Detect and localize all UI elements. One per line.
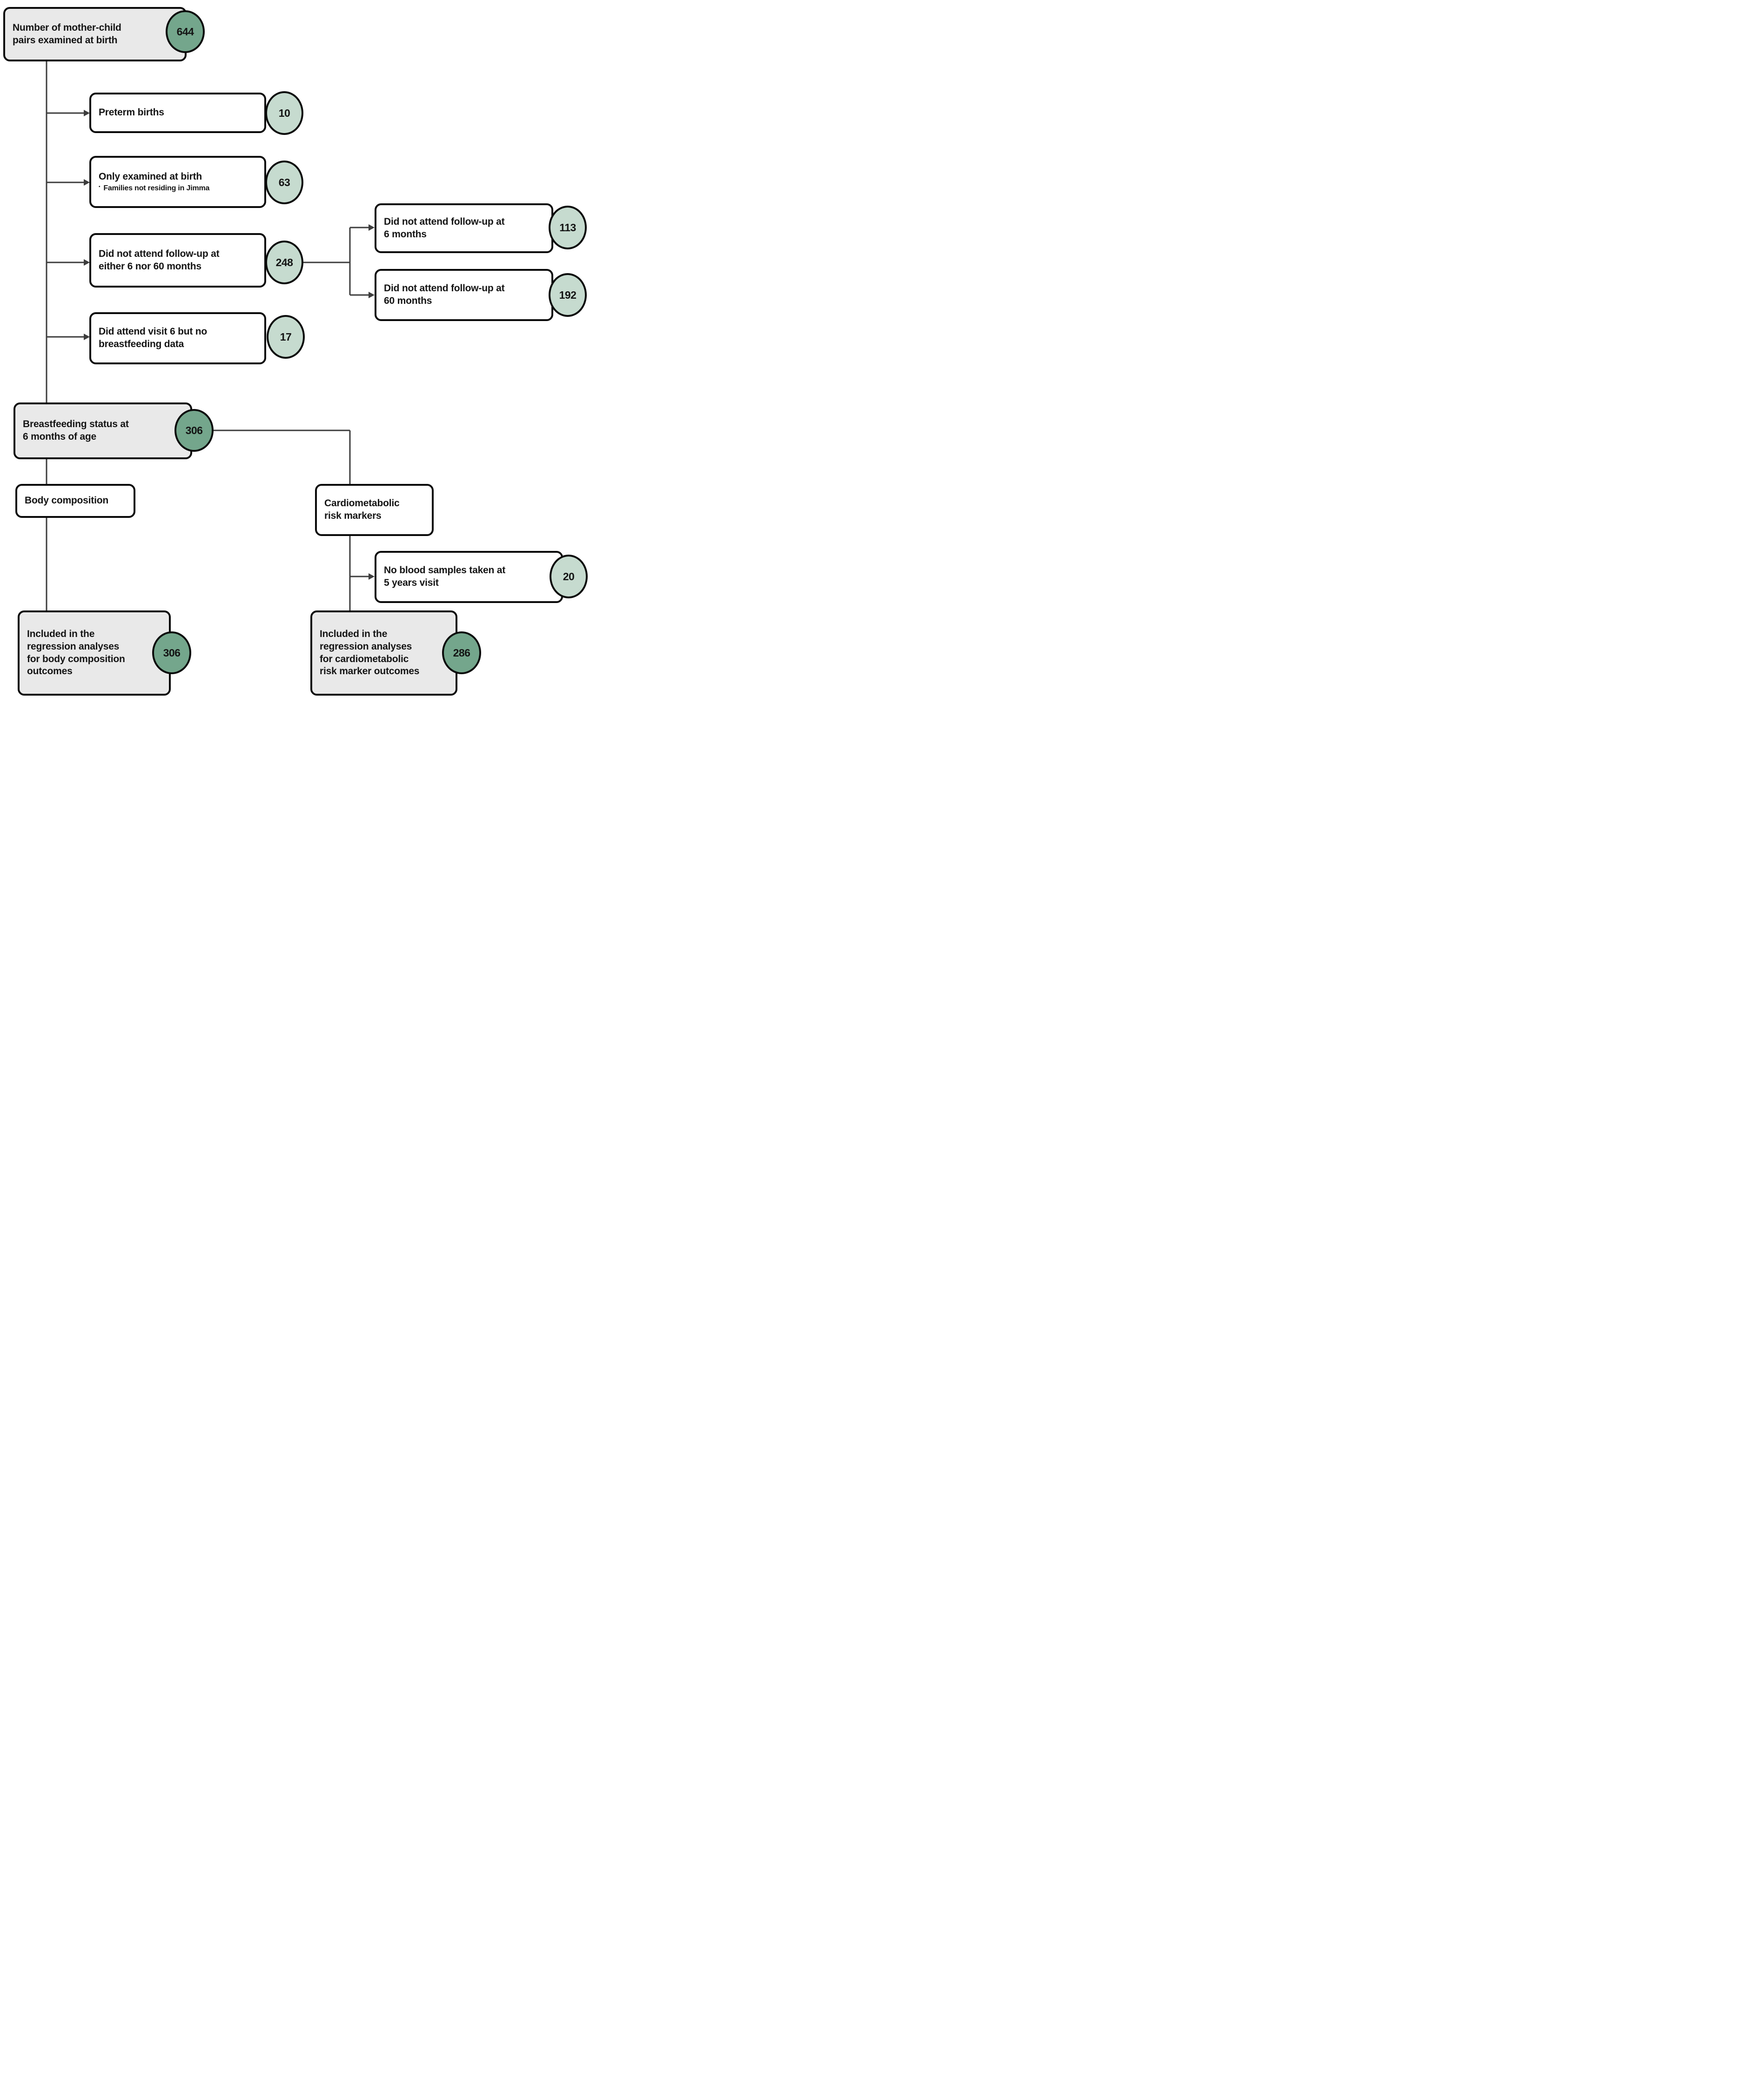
count-value: 63 bbox=[278, 176, 290, 188]
node-label-line: breastfeeding data bbox=[99, 339, 184, 349]
node-included-body-composition: Included in the regression analyses for … bbox=[18, 610, 171, 696]
node-label-line: for body composition bbox=[27, 653, 125, 664]
node-only-examined-at-birth: Only examined at birth ▪Families not res… bbox=[89, 156, 266, 208]
node-label-line: either 6 nor 60 months bbox=[99, 261, 201, 272]
node-label-line: 6 months bbox=[384, 228, 427, 240]
count-badge-only-examined: 63 bbox=[265, 161, 303, 204]
node-label-line: 60 months bbox=[384, 295, 432, 306]
node-label-line: Did attend visit 6 but no bbox=[99, 326, 208, 337]
count-badge-no-followup: 248 bbox=[265, 241, 303, 284]
count-value: 306 bbox=[185, 424, 203, 436]
node-label-line: Included in the bbox=[27, 629, 95, 640]
node-no-followup-60-months: Did not attend follow-up at 60 months bbox=[375, 269, 553, 321]
node-label-line: Included in the bbox=[320, 629, 388, 640]
count-badge-included-body: 306 bbox=[152, 631, 191, 674]
count-badge-preterm: 10 bbox=[265, 91, 303, 135]
node-pairs-examined-at-birth: Number of mother-child pairs examined at… bbox=[3, 7, 187, 61]
count-badge-breastfeeding-status: 306 bbox=[174, 409, 214, 452]
node-label-line: regression analyses bbox=[27, 641, 120, 652]
node-label-line: regression analyses bbox=[320, 641, 412, 652]
node-included-cardiometabolic: Included in the regression analyses for … bbox=[310, 610, 457, 696]
count-badge-no-followup-6: 113 bbox=[549, 206, 587, 249]
node-breastfeeding-status: Breastfeeding status at 6 months of age bbox=[13, 402, 192, 459]
node-label-line: for cardiometabolic bbox=[320, 653, 409, 664]
count-badge-no-blood: 20 bbox=[550, 555, 588, 598]
connector-lines bbox=[46, 61, 375, 610]
count-badge-included-cardio: 286 bbox=[442, 631, 481, 674]
count-value: 286 bbox=[453, 646, 470, 659]
count-value: 306 bbox=[163, 646, 181, 659]
node-label-line: pairs examined at birth bbox=[13, 34, 118, 46]
count-value: 17 bbox=[280, 330, 292, 343]
node-label-line: risk markers bbox=[324, 510, 382, 521]
node-cardiometabolic-risk-markers: Cardiometabolic risk markers bbox=[315, 484, 434, 536]
node-no-blood-samples: No blood samples taken at 5 years visit bbox=[375, 551, 563, 603]
node-label-line: Breastfeeding status at bbox=[23, 419, 129, 430]
node-preterm-births: Preterm births bbox=[89, 93, 266, 133]
node-label-line: Number of mother-child bbox=[13, 22, 121, 33]
node-label-line: No blood samples taken at bbox=[384, 565, 506, 576]
node-label-line: Did not attend follow-up at bbox=[99, 248, 220, 259]
flowchart-canvas: Number of mother-child pairs examined at… bbox=[0, 0, 588, 699]
count-value: 644 bbox=[176, 25, 194, 38]
node-label-line: Cardiometabolic bbox=[324, 498, 400, 509]
count-value: 10 bbox=[278, 107, 290, 119]
node-label-line: Did not attend follow-up at bbox=[384, 283, 505, 294]
count-badge-no-followup-60: 192 bbox=[549, 273, 587, 317]
bullet-icon: ▪ bbox=[99, 184, 101, 190]
node-label-line: Only examined at birth bbox=[99, 171, 202, 182]
node-label-line: Body composition bbox=[25, 495, 108, 506]
node-label-line: 6 months of age bbox=[23, 431, 97, 442]
node-label-line: outcomes bbox=[27, 666, 73, 677]
note-text: Families not residing in Jimma bbox=[103, 184, 210, 193]
node-no-followup-6-nor-60: Did not attend follow-up at either 6 nor… bbox=[89, 233, 266, 288]
count-value: 248 bbox=[275, 256, 293, 268]
count-value: 192 bbox=[559, 288, 577, 301]
count-value: 113 bbox=[559, 221, 576, 234]
node-body-composition: Body composition bbox=[15, 484, 135, 518]
node-label-line: Preterm births bbox=[99, 107, 164, 118]
node-note-line: ▪Families not residing in Jimma bbox=[99, 184, 240, 193]
node-no-followup-6-months: Did not attend follow-up at 6 months bbox=[375, 203, 553, 253]
count-badge-visit6: 17 bbox=[267, 315, 305, 359]
node-label-line: risk marker outcomes bbox=[320, 666, 420, 677]
node-label-line: 5 years visit bbox=[384, 577, 439, 588]
count-badge-pairs-examined: 644 bbox=[166, 10, 205, 53]
node-visit6-no-breastfeeding-data: Did attend visit 6 but no breastfeeding … bbox=[89, 312, 266, 364]
node-label-line: Did not attend follow-up at bbox=[384, 216, 505, 227]
count-value: 20 bbox=[563, 570, 575, 583]
